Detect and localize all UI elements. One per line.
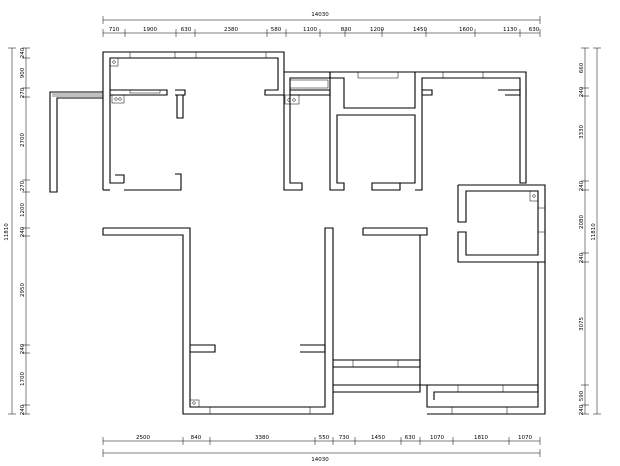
bottom-dim-5: 730 [339, 435, 350, 441]
bottom-dim-9: 1810 [474, 435, 488, 441]
top-dim-2: 1900 [143, 27, 157, 33]
right-dimension-chain: 660 240 3330 240 2080 240 3075 590 240 1… [579, 47, 601, 415]
right-dim-8: 590 [579, 390, 585, 401]
walls [49, 51, 546, 415]
right-dim-2: 240 [579, 86, 585, 97]
bottom-dim-10: 1070 [518, 435, 532, 441]
bottom-dim-2: 840 [191, 435, 202, 441]
bottom-dim-3: 3380 [255, 435, 269, 441]
left-dim-8: 2950 [20, 283, 26, 297]
left-balcony-wall [49, 91, 103, 193]
top-dim-12: 630 [529, 27, 540, 33]
left-dim-4: 2700 [20, 133, 26, 147]
bathroom-east-wall [457, 184, 546, 263]
top-dim-10: 1600 [459, 27, 473, 33]
bedroom-se-wall [363, 227, 546, 415]
window-n-2 [195, 51, 267, 59]
right-dim-5: 2080 [579, 215, 585, 229]
right-total-dim: 11810 [591, 223, 597, 241]
bottom-dim-8: 1070 [430, 435, 444, 441]
top-dim-11: 1130 [503, 27, 517, 33]
right-dim-4: 240 [579, 180, 585, 191]
top-dim-5: 580 [271, 27, 282, 33]
bedroom-ne-wall [415, 71, 527, 191]
top-dim-3: 630 [181, 27, 192, 33]
right-dim-1: 660 [579, 62, 585, 73]
top-dim-6: 1100 [303, 27, 317, 33]
left-dim-7: 240 [20, 226, 26, 237]
bottom-dim-7: 630 [405, 435, 416, 441]
top-dim-8: 1200 [370, 27, 384, 33]
top-dim-7: 830 [341, 27, 352, 33]
top-dim-1: 710 [109, 27, 120, 33]
top-dimension-chain: 14030 710 1900 630 2380 580 1100 830 120… [102, 12, 541, 37]
window-n-1 [129, 51, 176, 59]
left-total-dim: 11810 [4, 223, 10, 241]
left-dimension-chain: 11810 240 900 270 2700 270 1200 240 2950… [4, 47, 30, 415]
left-dim-2: 900 [20, 67, 26, 78]
right-dim-3: 3330 [579, 125, 585, 139]
left-dim-1: 240 [20, 47, 26, 58]
bottom-dimension-chain: 2500 840 3380 550 730 1450 630 1070 1810… [102, 435, 541, 463]
left-dim-3: 270 [20, 87, 26, 98]
left-dim-5: 270 [20, 180, 26, 191]
right-dim-9: 240 [579, 404, 585, 415]
top-dim-4: 2380 [224, 27, 238, 33]
right-dim-7: 3075 [579, 317, 585, 331]
left-dim-10: 1700 [20, 372, 26, 386]
top-dim-9: 1450 [413, 27, 427, 33]
living-room-wall [102, 227, 334, 415]
bottom-dim-6: 1450 [371, 435, 385, 441]
bottom-dim-1: 2500 [136, 435, 150, 441]
door-marker-1 [109, 57, 119, 67]
bottom-total-dim: 14030 [311, 457, 329, 463]
right-dim-6: 240 [579, 252, 585, 263]
bottom-dim-4: 550 [319, 435, 330, 441]
bedroom-nw-wall [102, 51, 285, 190]
top-total-dim: 14030 [311, 12, 329, 18]
left-dim-9: 240 [20, 343, 26, 354]
left-dim-11: 240 [20, 404, 26, 415]
middle-room-wall [329, 72, 416, 191]
left-dim-6: 1200 [20, 203, 26, 217]
